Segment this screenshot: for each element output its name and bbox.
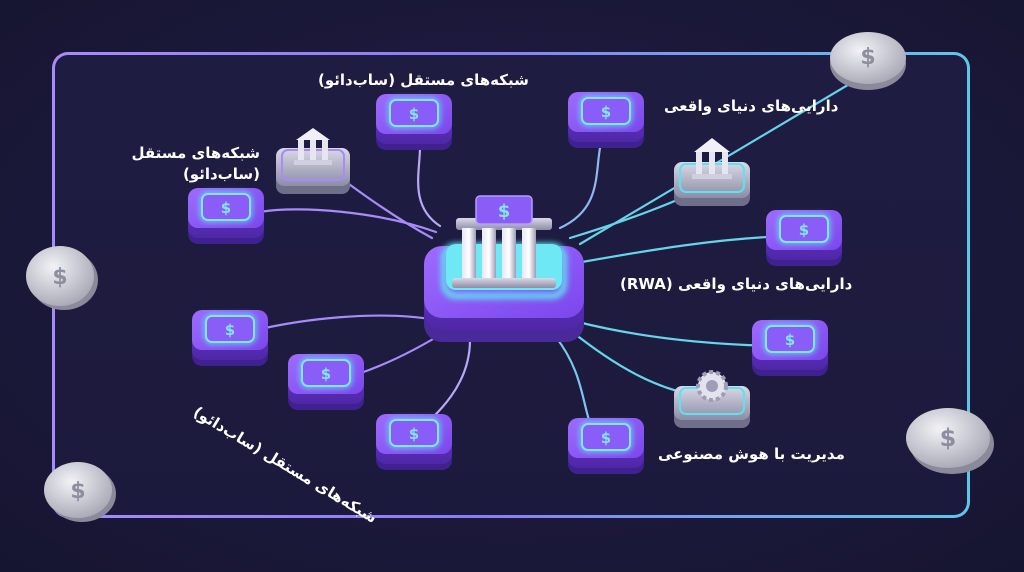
- connector-line-left-node: [238, 314, 438, 336]
- node-right: $: [752, 320, 828, 376]
- dollar-icon: $: [498, 201, 511, 222]
- bank-building-icon: $: [452, 195, 556, 288]
- node-top: $: [376, 94, 452, 150]
- dollar-icon: $: [409, 105, 419, 123]
- coin-top-right: $: [830, 32, 906, 90]
- node-top-left: $: [188, 188, 264, 244]
- node-rwa-mid: $: [766, 210, 842, 266]
- bank-node-left: [276, 128, 350, 194]
- coin-left: $: [26, 246, 98, 310]
- dollar-icon: $: [601, 103, 611, 121]
- connector-line-top-left-node: [258, 208, 438, 234]
- dollar-icon: $: [860, 45, 875, 70]
- label-rwa-top: دارایی‌های دنیای واقعی: [664, 97, 839, 115]
- dollar-icon: $: [225, 321, 235, 339]
- label-subdao-left-line2: (ساب‌دائو): [182, 165, 260, 183]
- node-bottom-right: $: [568, 418, 644, 474]
- coin-bottom-left: $: [44, 462, 116, 522]
- central-hub: $: [424, 195, 584, 342]
- bank-icon: [294, 128, 332, 165]
- dollar-icon: $: [52, 265, 67, 290]
- coin-bottom-right: $: [906, 408, 994, 474]
- dollar-icon: $: [321, 365, 331, 383]
- bank-node-rwa: [674, 138, 750, 206]
- dollar-icon: $: [409, 425, 419, 443]
- dollar-icon: $: [70, 479, 85, 504]
- node-bottom: $: [376, 414, 452, 470]
- dollar-icon: $: [785, 331, 795, 349]
- gear-icon: [696, 370, 728, 402]
- dollar-icon: $: [601, 429, 611, 447]
- label-subdao-left-line1: شبکه‌های مستقل: [131, 144, 260, 162]
- node-bottom-left: $: [288, 354, 364, 410]
- label-rwa-mid: دارایی‌های دنیای واقعی (RWA): [620, 275, 853, 293]
- connector-line-diagonal: [578, 58, 892, 246]
- node-left: $: [192, 310, 268, 366]
- dollar-icon: $: [799, 221, 809, 239]
- gear-node: [674, 370, 750, 428]
- label-ai-management: مدیریت با هوش مصنوعی: [658, 445, 845, 463]
- dollar-icon: $: [940, 424, 957, 452]
- node-top-right: $: [568, 92, 644, 148]
- connector-line-right-node: [576, 320, 782, 348]
- label-subdao-top: شبکه‌های مستقل (ساب‌دائو): [318, 71, 529, 89]
- dollar-icon: $: [221, 199, 231, 217]
- connector-line-rwa-mid-node: [580, 234, 792, 264]
- bank-icon: [692, 138, 732, 179]
